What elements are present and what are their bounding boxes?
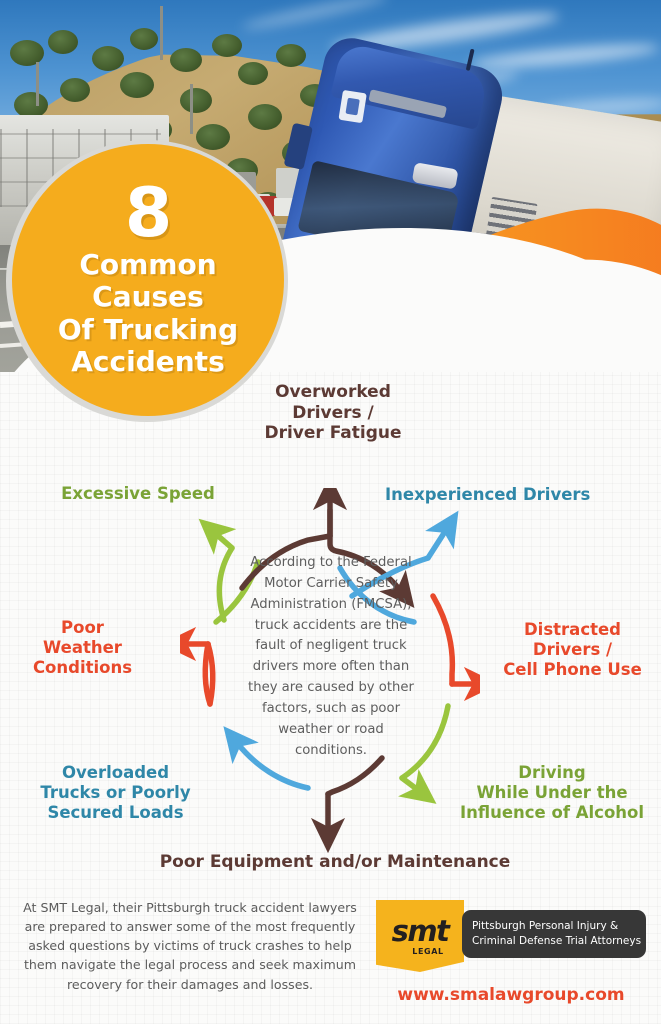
footer-paragraph: At SMT Legal, their Pittsburgh truck acc… (23, 900, 357, 992)
label-overworked-drivers: Overworked Drivers / Driver Fatigue (248, 382, 418, 444)
arrow-weather (180, 626, 216, 707)
label-line: Overloaded (61, 763, 170, 782)
website-url[interactable]: www.smalawgroup.com (397, 985, 625, 1005)
title-circle: 8 Common Causes Of Trucking Accidents (12, 144, 284, 416)
label-line: Drivers / (292, 402, 374, 423)
label-poor-equipment: Poor Equipment and/or Maintenance (159, 852, 511, 872)
label-line: Driving (518, 763, 586, 782)
olive-tree (10, 40, 44, 66)
lamp-post (190, 84, 193, 134)
olive-tree (248, 104, 282, 130)
label-line: Secured Loads (47, 803, 184, 823)
arrow-equipment (310, 755, 385, 854)
label-excessive-speed: Excessive Speed (61, 484, 215, 503)
utility-pole (36, 62, 39, 106)
olive-tree (48, 30, 78, 54)
ring-arrows-svg (180, 488, 480, 854)
olive-tree (120, 72, 154, 98)
title-line-2: Causes (92, 280, 204, 314)
cause-arrow-ring (180, 488, 480, 868)
smt-legal-logo[interactable]: smt LEGAL Pittsburgh Personal Injury & C… (376, 900, 646, 972)
olive-tree (170, 48, 202, 72)
olive-tree (212, 34, 242, 57)
olive-tree (196, 124, 230, 150)
label-poor-weather: Poor Weather Conditions (20, 618, 145, 678)
title-heading: Common Causes Of Trucking Accidents (50, 247, 246, 379)
title-line-4: Accidents (71, 345, 225, 379)
label-distracted-drivers: Distracted Drivers / Cell Phone Use (490, 620, 655, 680)
utility-pole (160, 6, 163, 60)
label-line: Cell Phone Use (503, 660, 642, 680)
arrow-alcohol (398, 703, 451, 804)
label-line: While Under the (476, 783, 628, 803)
olive-tree (60, 78, 90, 102)
logo-subtext: LEGAL (412, 946, 444, 956)
cab-emblem (338, 89, 367, 124)
logo-mark: smt LEGAL (376, 900, 464, 972)
olive-tree (130, 28, 158, 50)
arrow-distracted (430, 593, 480, 702)
label-line: Weather (43, 638, 122, 658)
label-line: Trucks or Poorly (40, 783, 191, 803)
logo-wordmark: smt (391, 913, 450, 948)
olive-tree (180, 88, 212, 113)
olive-tree (276, 44, 306, 67)
label-line: Distracted (523, 620, 621, 639)
arrow-inexperienced-stem (349, 510, 459, 599)
logo-tagline: Pittsburgh Personal Injury & Criminal De… (462, 910, 646, 958)
arrow-inexperienced (337, 565, 417, 625)
tagline-line-1: Pittsburgh Personal Injury & (472, 920, 619, 933)
center-paragraph: According to the Federal Motor Carrier S… (248, 555, 414, 758)
label-line: Driver Fatigue (264, 423, 402, 444)
label-line: Influence of Alcohol (459, 803, 645, 823)
title-number: 8 (124, 174, 172, 254)
label-line: Conditions (32, 658, 133, 678)
label-line: Poor (61, 618, 104, 637)
title-line-1: Common (79, 247, 217, 281)
arrow-overloaded (223, 726, 311, 791)
label-line: Drivers / (532, 640, 613, 660)
tagline-line-2: Criminal Defense Trial Attorneys (472, 935, 642, 947)
label-driving-under-influence: Driving While Under the Influence of Alc… (452, 763, 652, 823)
olive-tree (238, 62, 268, 85)
arrow-overworked-stem (239, 488, 348, 591)
label-overloaded-trucks: Overloaded Trucks or Poorly Secured Load… (18, 763, 213, 823)
olive-tree (14, 92, 48, 118)
label-line: Overworked (275, 382, 391, 402)
olive-tree (92, 46, 124, 71)
label-inexperienced-drivers: Inexperienced Drivers (385, 485, 591, 504)
title-line-3: Of Trucking (57, 312, 239, 346)
